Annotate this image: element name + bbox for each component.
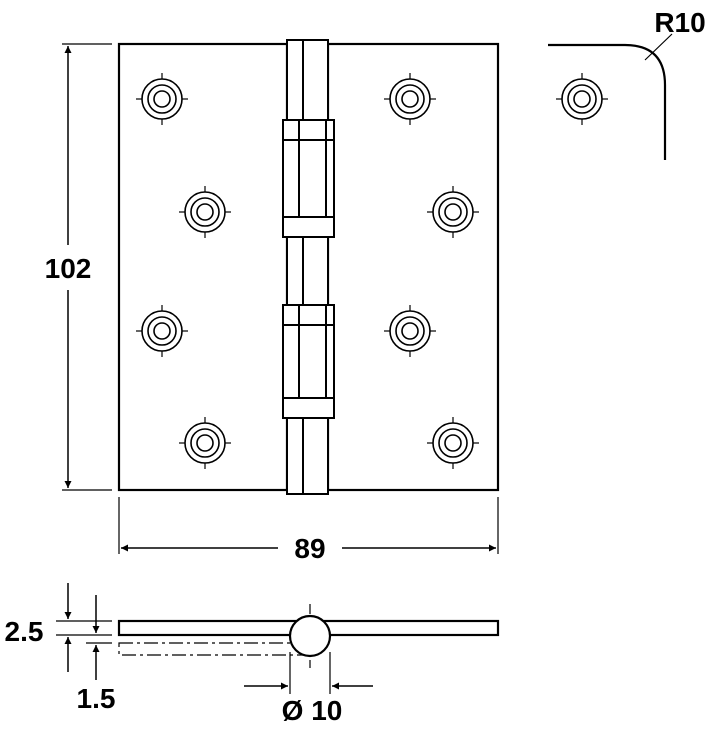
hinge-front-view [117,39,500,495]
height-label: 102 [45,253,92,284]
screw-hole [179,417,231,469]
diameter-label: Ø 10 [282,695,343,726]
height-dimension: 102 [45,43,112,491]
width-dimension: 89 [118,497,499,564]
diameter-dimension: Ø 10 [244,652,373,726]
knuckle-barrel [282,39,335,495]
thickness-dimensions: 2.5 1.5 [5,583,116,714]
radius-label: R10 [654,7,705,38]
screw-hole [384,305,436,357]
screw-hole [427,417,479,469]
screw-hole [179,186,231,238]
corner-radius-detail: R10 [548,7,706,160]
thickness-label: 2.5 [5,616,44,647]
side-knuckle [288,614,332,658]
screw-hole [384,73,436,125]
screw-hole [427,186,479,238]
hinge-side-view [117,604,500,668]
corner-screw-hole [556,73,608,125]
side-leaf-dashed [118,642,310,656]
width-label: 89 [294,533,325,564]
screw-holes [136,73,479,469]
screw-hole [136,305,188,357]
screw-hole [136,73,188,125]
gap-label: 1.5 [77,683,116,714]
